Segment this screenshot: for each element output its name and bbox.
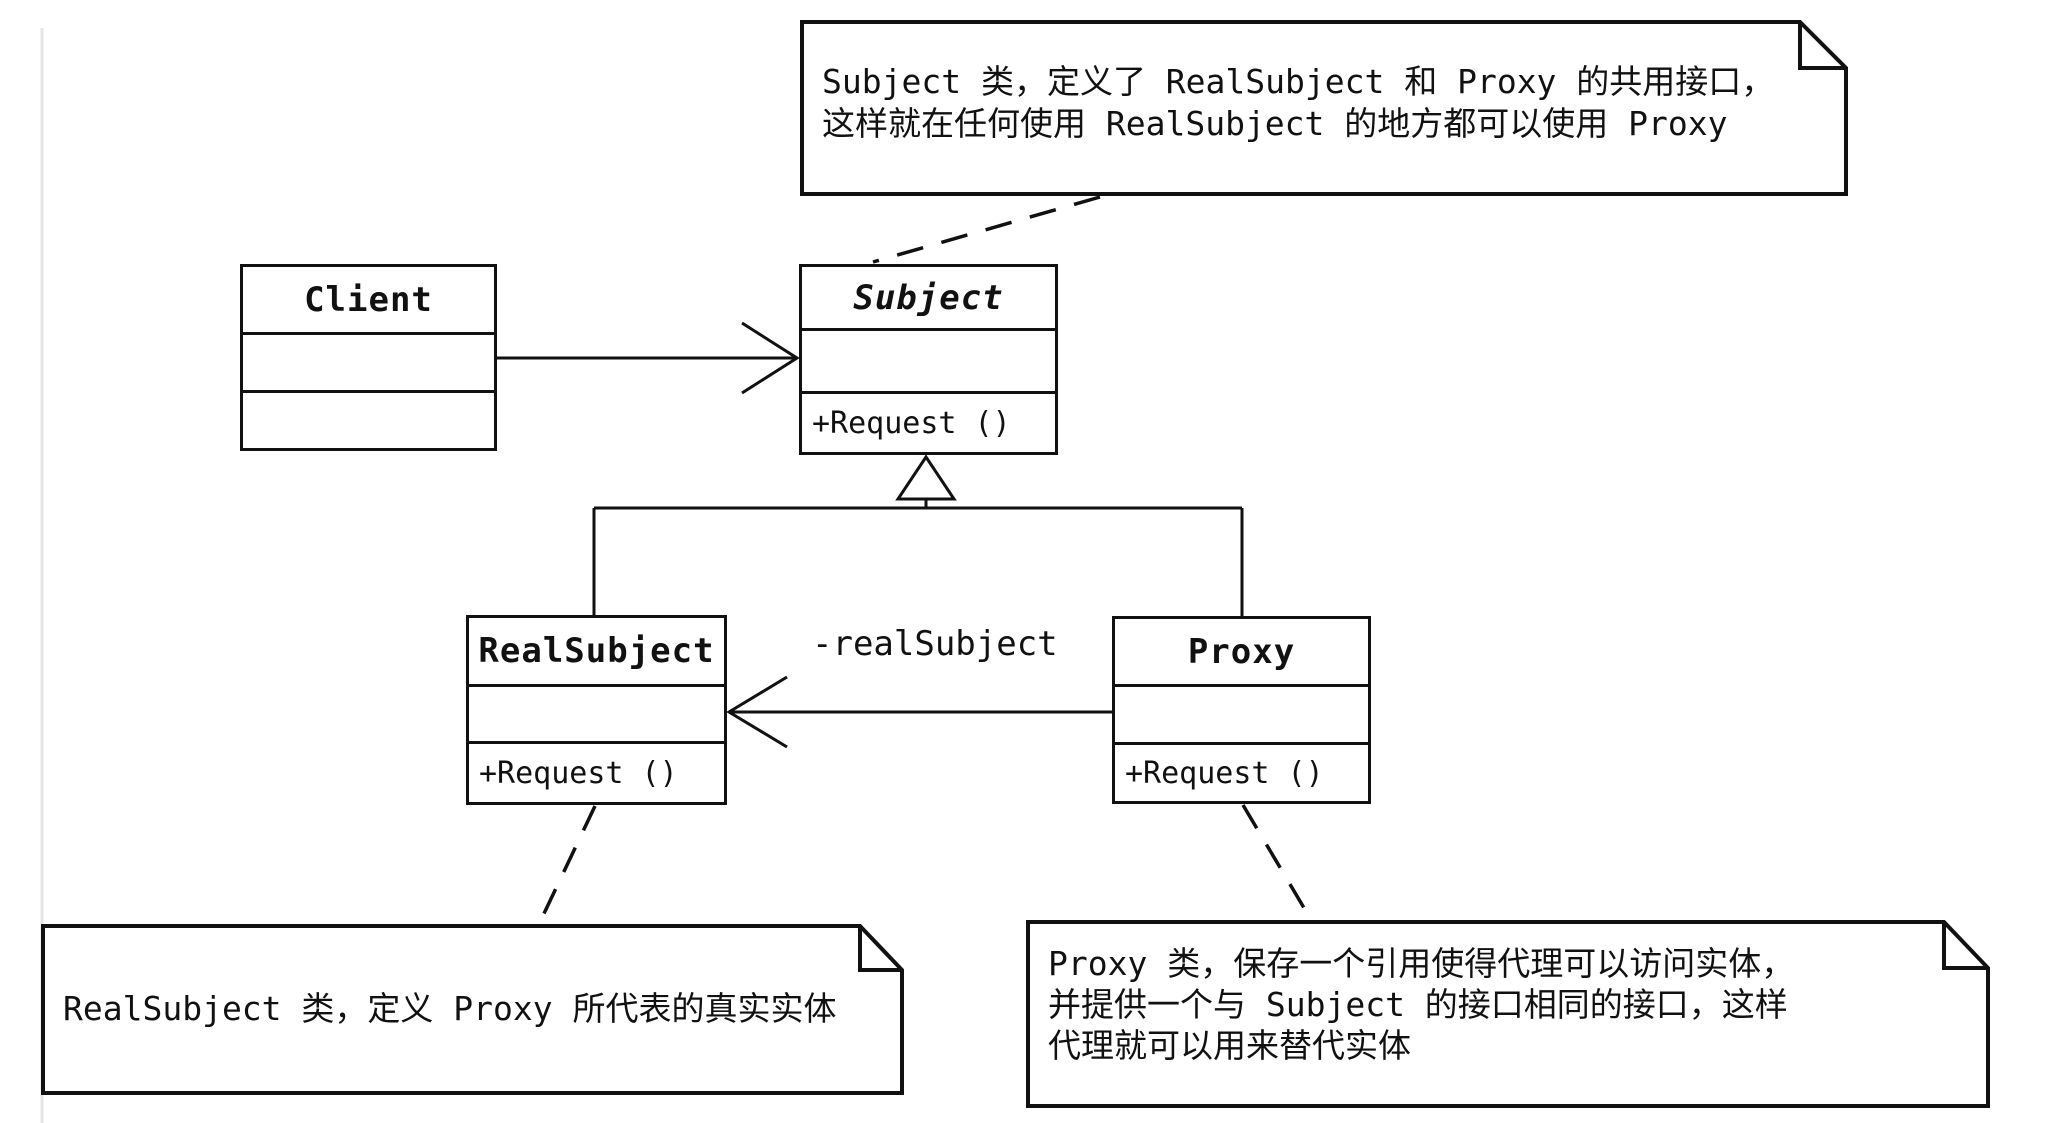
note-proxy: Proxy 类，保存一个引用使得代理可以访问实体， 并提供一个与 Subject… <box>1026 920 1992 1108</box>
class-subject-name: Subject <box>802 267 1055 331</box>
class-subject: Subject +Request () <box>799 264 1058 455</box>
class-realsubject-name: RealSubject <box>469 618 724 687</box>
class-client-name: Client <box>243 267 494 335</box>
class-realsubject-operations: +Request () <box>479 755 678 791</box>
association-label-realsubject: -realSubject <box>812 624 1058 664</box>
note-realsubject-text: RealSubject 类，定义 Proxy 所代表的真实实体 <box>63 988 842 1030</box>
open-arrowhead-icon <box>741 321 800 395</box>
class-proxy-name: Proxy <box>1115 619 1368 687</box>
class-realsubject: RealSubject +Request () <box>466 615 727 805</box>
note-line: Proxy 类，保存一个引用使得代理可以访问实体， <box>1048 944 1795 983</box>
open-arrowhead-icon <box>726 675 788 749</box>
class-proxy-operations: +Request () <box>1125 755 1324 791</box>
hollow-triangle-icon <box>895 454 957 501</box>
note-anchor-lines <box>538 195 1312 923</box>
class-proxy: Proxy +Request () <box>1112 616 1371 804</box>
class-client-attributes <box>243 335 494 393</box>
anchor-proxy-note <box>1241 804 1312 919</box>
anchor-realsubject-note <box>538 805 597 923</box>
note-outline-icon <box>1026 920 1990 1108</box>
class-proxy-attributes <box>1115 687 1368 745</box>
note-line: 这样就在任何使用 RealSubject 的地方都可以使用 Proxy <box>822 104 1728 143</box>
note-outline-icon <box>41 924 904 1095</box>
generalization-connector <box>592 454 1244 618</box>
class-subject-attributes <box>802 331 1055 394</box>
note-outline-icon <box>800 20 1848 196</box>
class-client-operations <box>243 393 494 448</box>
note-realsubject: RealSubject 类，定义 Proxy 所代表的真实实体 <box>41 924 906 1095</box>
class-realsubject-attributes <box>469 687 724 744</box>
note-subject-text: Subject 类，定义了 RealSubject 和 Proxy 的共用接口，… <box>822 61 1784 145</box>
association-proxy-realsubject <box>726 675 1112 749</box>
note-proxy-text: Proxy 类，保存一个引用使得代理可以访问实体， 并提供一个与 Subject… <box>1048 943 1928 1066</box>
note-line: Subject 类，定义了 RealSubject 和 Proxy 的共用接口， <box>822 62 1775 101</box>
note-line: 代理就可以用来替代实体 <box>1048 1026 1411 1065</box>
note-line: RealSubject 类，定义 Proxy 所代表的真实实体 <box>63 989 837 1028</box>
class-subject-operations: +Request () <box>812 405 1011 441</box>
note-subject: Subject 类，定义了 RealSubject 和 Proxy 的共用接口，… <box>800 20 1848 196</box>
anchor-subject-note <box>872 195 1101 264</box>
class-client: Client <box>240 264 497 451</box>
note-line: 并提供一个与 Subject 的接口相同的接口，这样 <box>1048 985 1788 1024</box>
association-client-subject <box>497 321 800 395</box>
